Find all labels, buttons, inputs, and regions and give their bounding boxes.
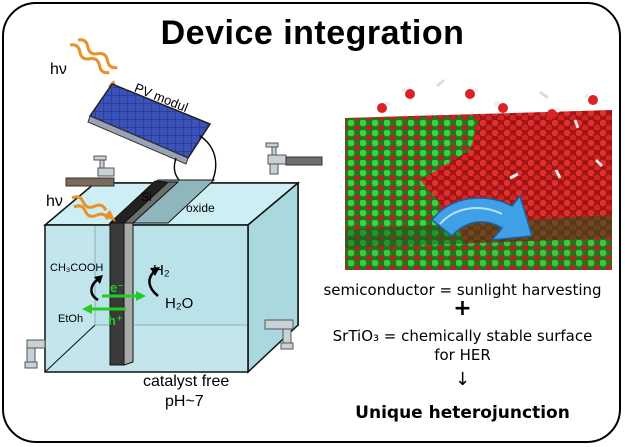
photon-wave-cell <box>71 195 116 222</box>
water-molecule-icons <box>377 87 598 119</box>
photon-label-pv: hν <box>50 61 67 78</box>
ethanol-label: EtOh <box>58 313 84 325</box>
oxide-label: oxide <box>186 201 215 215</box>
semiconductor-line: semiconductor = sunlight harvesting <box>323 281 602 299</box>
hole-arrow <box>82 304 126 314</box>
acetic-acid-label: CH₃COOH <box>50 262 104 274</box>
srtio3-line: SrTiO₃ = chemically stable surface <box>332 327 593 345</box>
pv-module <box>87 83 217 191</box>
ph-label: pH~7 <box>165 393 204 410</box>
conclusion-line: Unique heterojunction <box>355 403 570 423</box>
hole-label: h⁺ <box>108 313 123 328</box>
faucet-icon <box>265 142 323 175</box>
photon-label-cell: hν <box>46 193 63 210</box>
hydrogen-molecule-icons <box>436 78 604 180</box>
silicon-label: Si <box>141 190 152 204</box>
electron-arrow <box>102 291 146 301</box>
blue-reaction-arrow-icon <box>430 194 533 241</box>
faucet-icon <box>65 155 115 187</box>
her-line: for HER <box>434 346 491 364</box>
hydrogen-label: H₂ <box>153 262 170 279</box>
plus-sign: + <box>453 296 472 321</box>
reduction-arrowhead <box>150 267 160 276</box>
faucet-icon <box>24 339 46 369</box>
page-title: Device integration <box>160 14 465 52</box>
electrode <box>108 179 216 366</box>
atomic-surface-render <box>345 110 612 270</box>
oxidation-arrowhead <box>94 275 103 284</box>
down-arrow-icon: ↓ <box>454 369 471 390</box>
catalyst-free-label: catalyst free <box>143 373 230 390</box>
electron-label: e⁻ <box>110 280 125 295</box>
water-label: H₂O <box>165 295 194 312</box>
faucet-icon <box>264 319 294 350</box>
